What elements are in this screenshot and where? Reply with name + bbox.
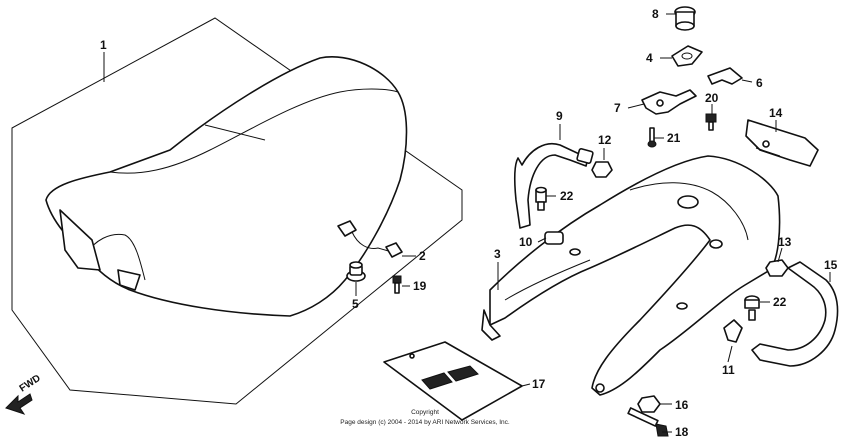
callout-21[interactable]: 21 <box>667 131 681 145</box>
callout-2[interactable]: 2 <box>419 249 426 263</box>
collar-22-right[interactable] <box>744 295 760 321</box>
seat-hook[interactable] <box>337 220 403 258</box>
callout-10[interactable]: 10 <box>519 235 533 249</box>
callout-16[interactable]: 16 <box>675 398 689 412</box>
tool-pad[interactable] <box>383 341 523 421</box>
leader-lines <box>103 13 831 433</box>
lock-mechanism[interactable] <box>641 89 697 115</box>
seat-group-outline <box>11 17 463 405</box>
footer: Copyright Page design (c) 2004 - 2014 by… <box>340 409 510 426</box>
rubber-pad-10[interactable] <box>544 231 564 245</box>
copyright-notice: Page design (c) 2004 - 2014 by ARI Netwo… <box>340 419 510 426</box>
callout-19[interactable]: 19 <box>413 279 427 293</box>
arrow-left-icon <box>5 393 33 415</box>
callout-8[interactable]: 8 <box>652 7 659 21</box>
callout-9[interactable]: 9 <box>556 109 563 123</box>
nut-12[interactable] <box>591 161 613 178</box>
callout-7[interactable]: 7 <box>614 101 621 115</box>
collar-22-left[interactable] <box>535 186 547 211</box>
callout-15[interactable]: 15 <box>824 258 838 272</box>
callout-22-left[interactable]: 22 <box>560 189 574 203</box>
bolt-19[interactable] <box>392 275 402 294</box>
fwd-indicator: FWD <box>5 373 43 415</box>
nut-13[interactable] <box>765 259 789 277</box>
seat[interactable] <box>45 56 408 317</box>
grab-rail-left[interactable] <box>513 143 594 229</box>
callout-22-right[interactable]: 22 <box>773 295 787 309</box>
seat-bracket[interactable] <box>745 119 819 167</box>
fwd-label: FWD <box>18 373 43 395</box>
callout-labels: 1 2 3 4 5 6 7 8 9 10 11 12 13 14 15 16 1… <box>100 7 838 439</box>
seat-grommet[interactable] <box>346 261 366 282</box>
callout-11[interactable]: 11 <box>722 363 735 377</box>
bolt-20[interactable] <box>705 113 717 131</box>
lock-gasket[interactable] <box>671 45 703 67</box>
callout-5[interactable]: 5 <box>352 297 359 311</box>
bolt-18[interactable] <box>627 407 669 437</box>
grab-rail-right[interactable] <box>751 261 839 367</box>
callout-4[interactable]: 4 <box>646 51 653 65</box>
callout-17[interactable]: 17 <box>532 377 546 391</box>
callout-13[interactable]: 13 <box>778 235 792 249</box>
callout-12[interactable]: 12 <box>598 133 612 147</box>
clip-11[interactable] <box>723 319 743 343</box>
seat-cowl[interactable] <box>481 155 781 396</box>
lock-plate[interactable] <box>707 67 743 85</box>
callout-18[interactable]: 18 <box>675 425 689 439</box>
copyright-label: Copyright <box>411 409 439 416</box>
callout-20[interactable]: 20 <box>705 91 719 105</box>
seat-lock-cylinder[interactable] <box>674 6 696 31</box>
screw-21[interactable] <box>647 127 657 148</box>
nut-16[interactable] <box>637 395 661 413</box>
callout-6[interactable]: 6 <box>756 76 763 90</box>
callout-14[interactable]: 14 <box>769 106 783 120</box>
callout-3[interactable]: 3 <box>494 247 501 261</box>
callout-1[interactable]: 1 <box>100 38 107 52</box>
